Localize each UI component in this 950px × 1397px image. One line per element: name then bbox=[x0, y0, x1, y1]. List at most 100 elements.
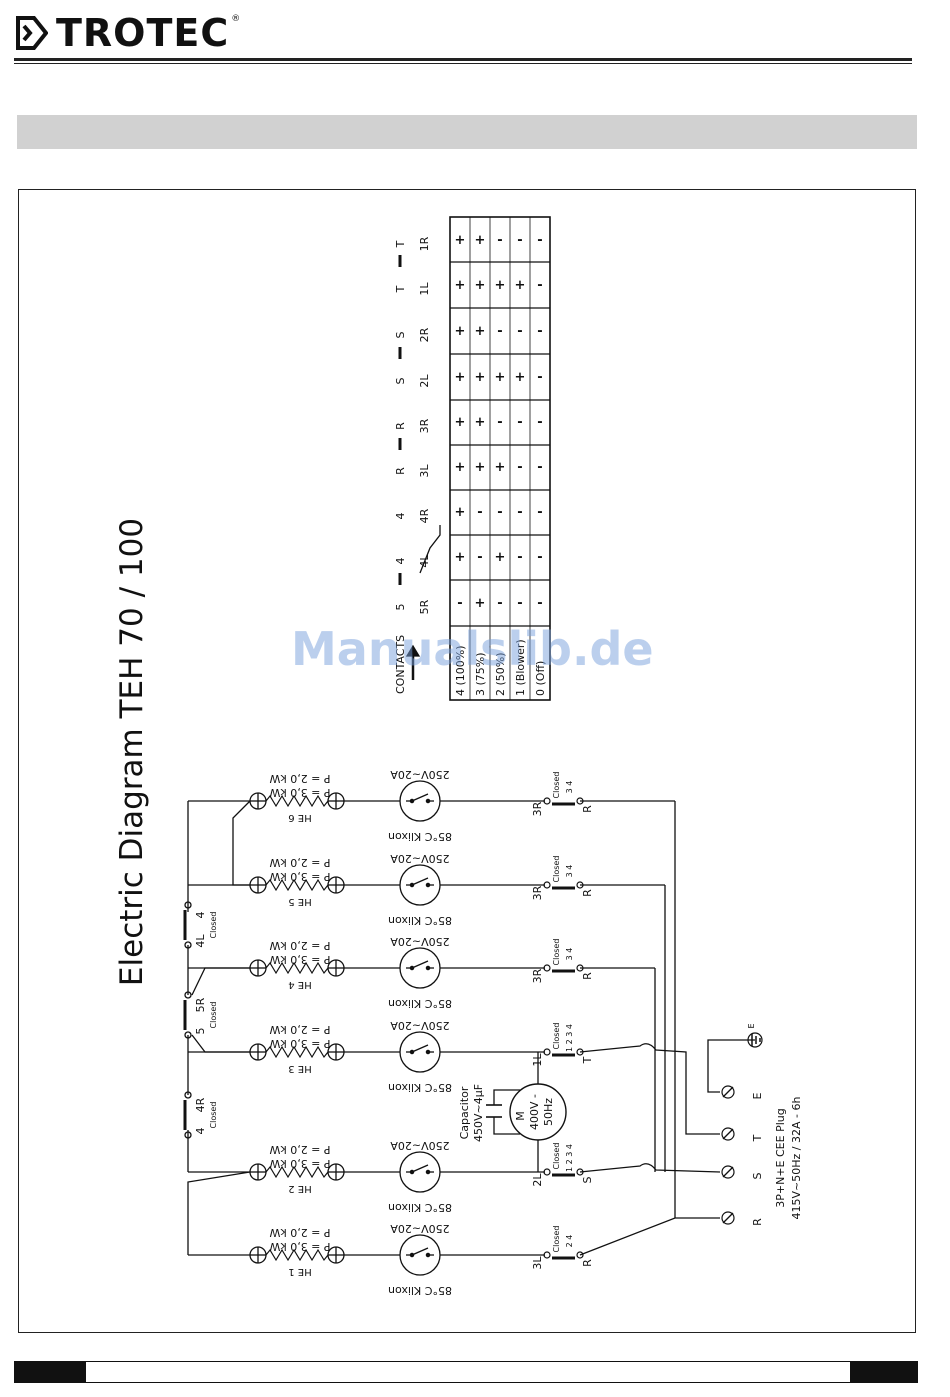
klixon-rating: 250V~20A bbox=[390, 1222, 450, 1235]
top-switch-terminal bbox=[184, 1131, 192, 1139]
table-cell: - bbox=[457, 596, 462, 611]
table-cell: - bbox=[517, 233, 522, 248]
switch-position: R bbox=[581, 1259, 594, 1267]
plug-terminal-slash bbox=[722, 1128, 734, 1140]
table-cell: + bbox=[495, 370, 506, 385]
switch-terminal bbox=[543, 1048, 551, 1056]
klixon-temp: 85°C Klixon bbox=[388, 1081, 452, 1094]
section-bar bbox=[17, 115, 917, 149]
plug-terminal-slash bbox=[722, 1166, 734, 1178]
klixon-rating: 250V~20A bbox=[390, 1019, 450, 1032]
top-switch-state: Closed bbox=[209, 1002, 218, 1029]
switch-position: R bbox=[581, 889, 594, 897]
heater-name: HE 4 bbox=[288, 979, 311, 990]
plug-terminal-label: T bbox=[751, 1134, 764, 1142]
table-row-label: 2 (50%) bbox=[494, 652, 507, 696]
plug-terminal bbox=[721, 1165, 735, 1179]
top-switch-label: 4R bbox=[194, 1097, 207, 1112]
capacitor-value: 450V~4µF bbox=[472, 1084, 485, 1142]
table-cell: + bbox=[475, 415, 486, 430]
switch-state: Closed bbox=[552, 1023, 561, 1050]
table-col-top: T bbox=[394, 240, 407, 248]
circuit bbox=[183, 255, 763, 1276]
table-row-label: 1 (Blower) bbox=[514, 639, 527, 696]
earth-wire bbox=[707, 1039, 755, 1093]
footer-left-block bbox=[14, 1361, 86, 1383]
table-row-label: 4 (100%) bbox=[454, 645, 467, 696]
table-cell: - bbox=[537, 460, 542, 475]
table-cell: + bbox=[515, 370, 526, 385]
heater-resistor bbox=[265, 1165, 329, 1179]
table-col-id: 1R bbox=[418, 236, 431, 251]
switch-label: 1L bbox=[531, 1053, 544, 1067]
plug-line2: 415V~50Hz / 32A - 6h bbox=[790, 1097, 803, 1220]
top-switch-label: 5 bbox=[194, 1028, 207, 1035]
table-cell: - bbox=[537, 415, 542, 430]
switch-position: S bbox=[581, 1176, 594, 1183]
heater-resistor bbox=[265, 961, 329, 975]
table-cell: - bbox=[517, 596, 522, 611]
diagram-frame bbox=[18, 189, 916, 1333]
heater-power-100: P = 3,0 kW bbox=[269, 1157, 330, 1170]
switch-terminal bbox=[543, 797, 551, 805]
klixon-rating: 250V~20A bbox=[390, 1139, 450, 1152]
wire-R bbox=[579, 1217, 720, 1256]
table-row-label: 0 (Off) bbox=[534, 661, 547, 696]
header: TROTEC® bbox=[16, 12, 912, 68]
motor-rating: 400V - bbox=[528, 1094, 541, 1130]
switch-label: 3R bbox=[531, 968, 544, 983]
table-cell: - bbox=[477, 550, 482, 565]
switch-label: 3R bbox=[531, 885, 544, 900]
klixon-temp: 85°C Klixon bbox=[388, 997, 452, 1010]
table-cell: + bbox=[455, 550, 466, 565]
klixon-temp: 85°C Klixon bbox=[388, 830, 452, 843]
top-switch-label: 4L bbox=[194, 934, 207, 948]
klixon-dot bbox=[425, 798, 431, 804]
header-rule bbox=[14, 58, 912, 61]
heater-name: HE 2 bbox=[288, 1183, 311, 1194]
table-cell: - bbox=[517, 324, 522, 339]
table-cell: + bbox=[475, 233, 486, 248]
switch-nums: 1 2 3 4 bbox=[565, 1024, 574, 1052]
klixon-blade bbox=[411, 960, 429, 969]
table-cell: - bbox=[477, 505, 482, 520]
heater-power-70: P = 2,0 kW bbox=[269, 1226, 330, 1239]
wire-S bbox=[579, 1163, 721, 1173]
plug-terminal-label: R bbox=[751, 1218, 764, 1226]
table-col-id: 5R bbox=[418, 599, 431, 614]
switch-label: 2L bbox=[531, 1173, 544, 1187]
motor-rating: 50Hz bbox=[542, 1098, 555, 1126]
table-col-top: 4 bbox=[394, 513, 407, 520]
klixon-dot bbox=[409, 965, 415, 971]
heater-resistor bbox=[265, 1045, 329, 1059]
capacitor-label: Capacitor bbox=[458, 1086, 471, 1139]
contacts-arrow-head bbox=[405, 644, 421, 657]
heater-power-100: P = 3,0 kW bbox=[269, 870, 330, 883]
switch-state: Closed bbox=[552, 1143, 561, 1170]
heater-power-70: P = 2,0 kW bbox=[269, 939, 330, 952]
plug-line1: 3P+N+E CEE Plug bbox=[774, 1108, 787, 1207]
klixon-blade bbox=[411, 1247, 429, 1256]
switch-nums: 3 4 bbox=[565, 865, 574, 878]
table-col-id: 3L bbox=[418, 464, 431, 478]
switch-nums: 2 4 bbox=[565, 1235, 574, 1248]
heater-link bbox=[232, 800, 251, 886]
klixon-temp: 85°C Klixon bbox=[388, 1201, 452, 1214]
table-col-id: 3R bbox=[418, 418, 431, 433]
klixon-temp: 85°C Klixon bbox=[388, 914, 452, 927]
table-col-top: R bbox=[394, 467, 407, 475]
table-col-id: 2R bbox=[418, 327, 431, 342]
table-cell: - bbox=[517, 505, 522, 520]
table-cell: - bbox=[497, 596, 502, 611]
switch-state: Closed bbox=[552, 939, 561, 966]
earth-icon bbox=[747, 1032, 763, 1048]
switch-state: Closed bbox=[552, 856, 561, 883]
contact-link bbox=[419, 525, 441, 574]
switch-label: 3R bbox=[531, 801, 544, 816]
heater-power-100: P = 3,0 kW bbox=[269, 1240, 330, 1253]
table-cell: + bbox=[475, 460, 486, 475]
table-cell: + bbox=[455, 278, 466, 293]
klixon-dot bbox=[425, 965, 431, 971]
capacitor-wire bbox=[493, 1117, 520, 1135]
heater-name: HE 3 bbox=[288, 1063, 311, 1074]
